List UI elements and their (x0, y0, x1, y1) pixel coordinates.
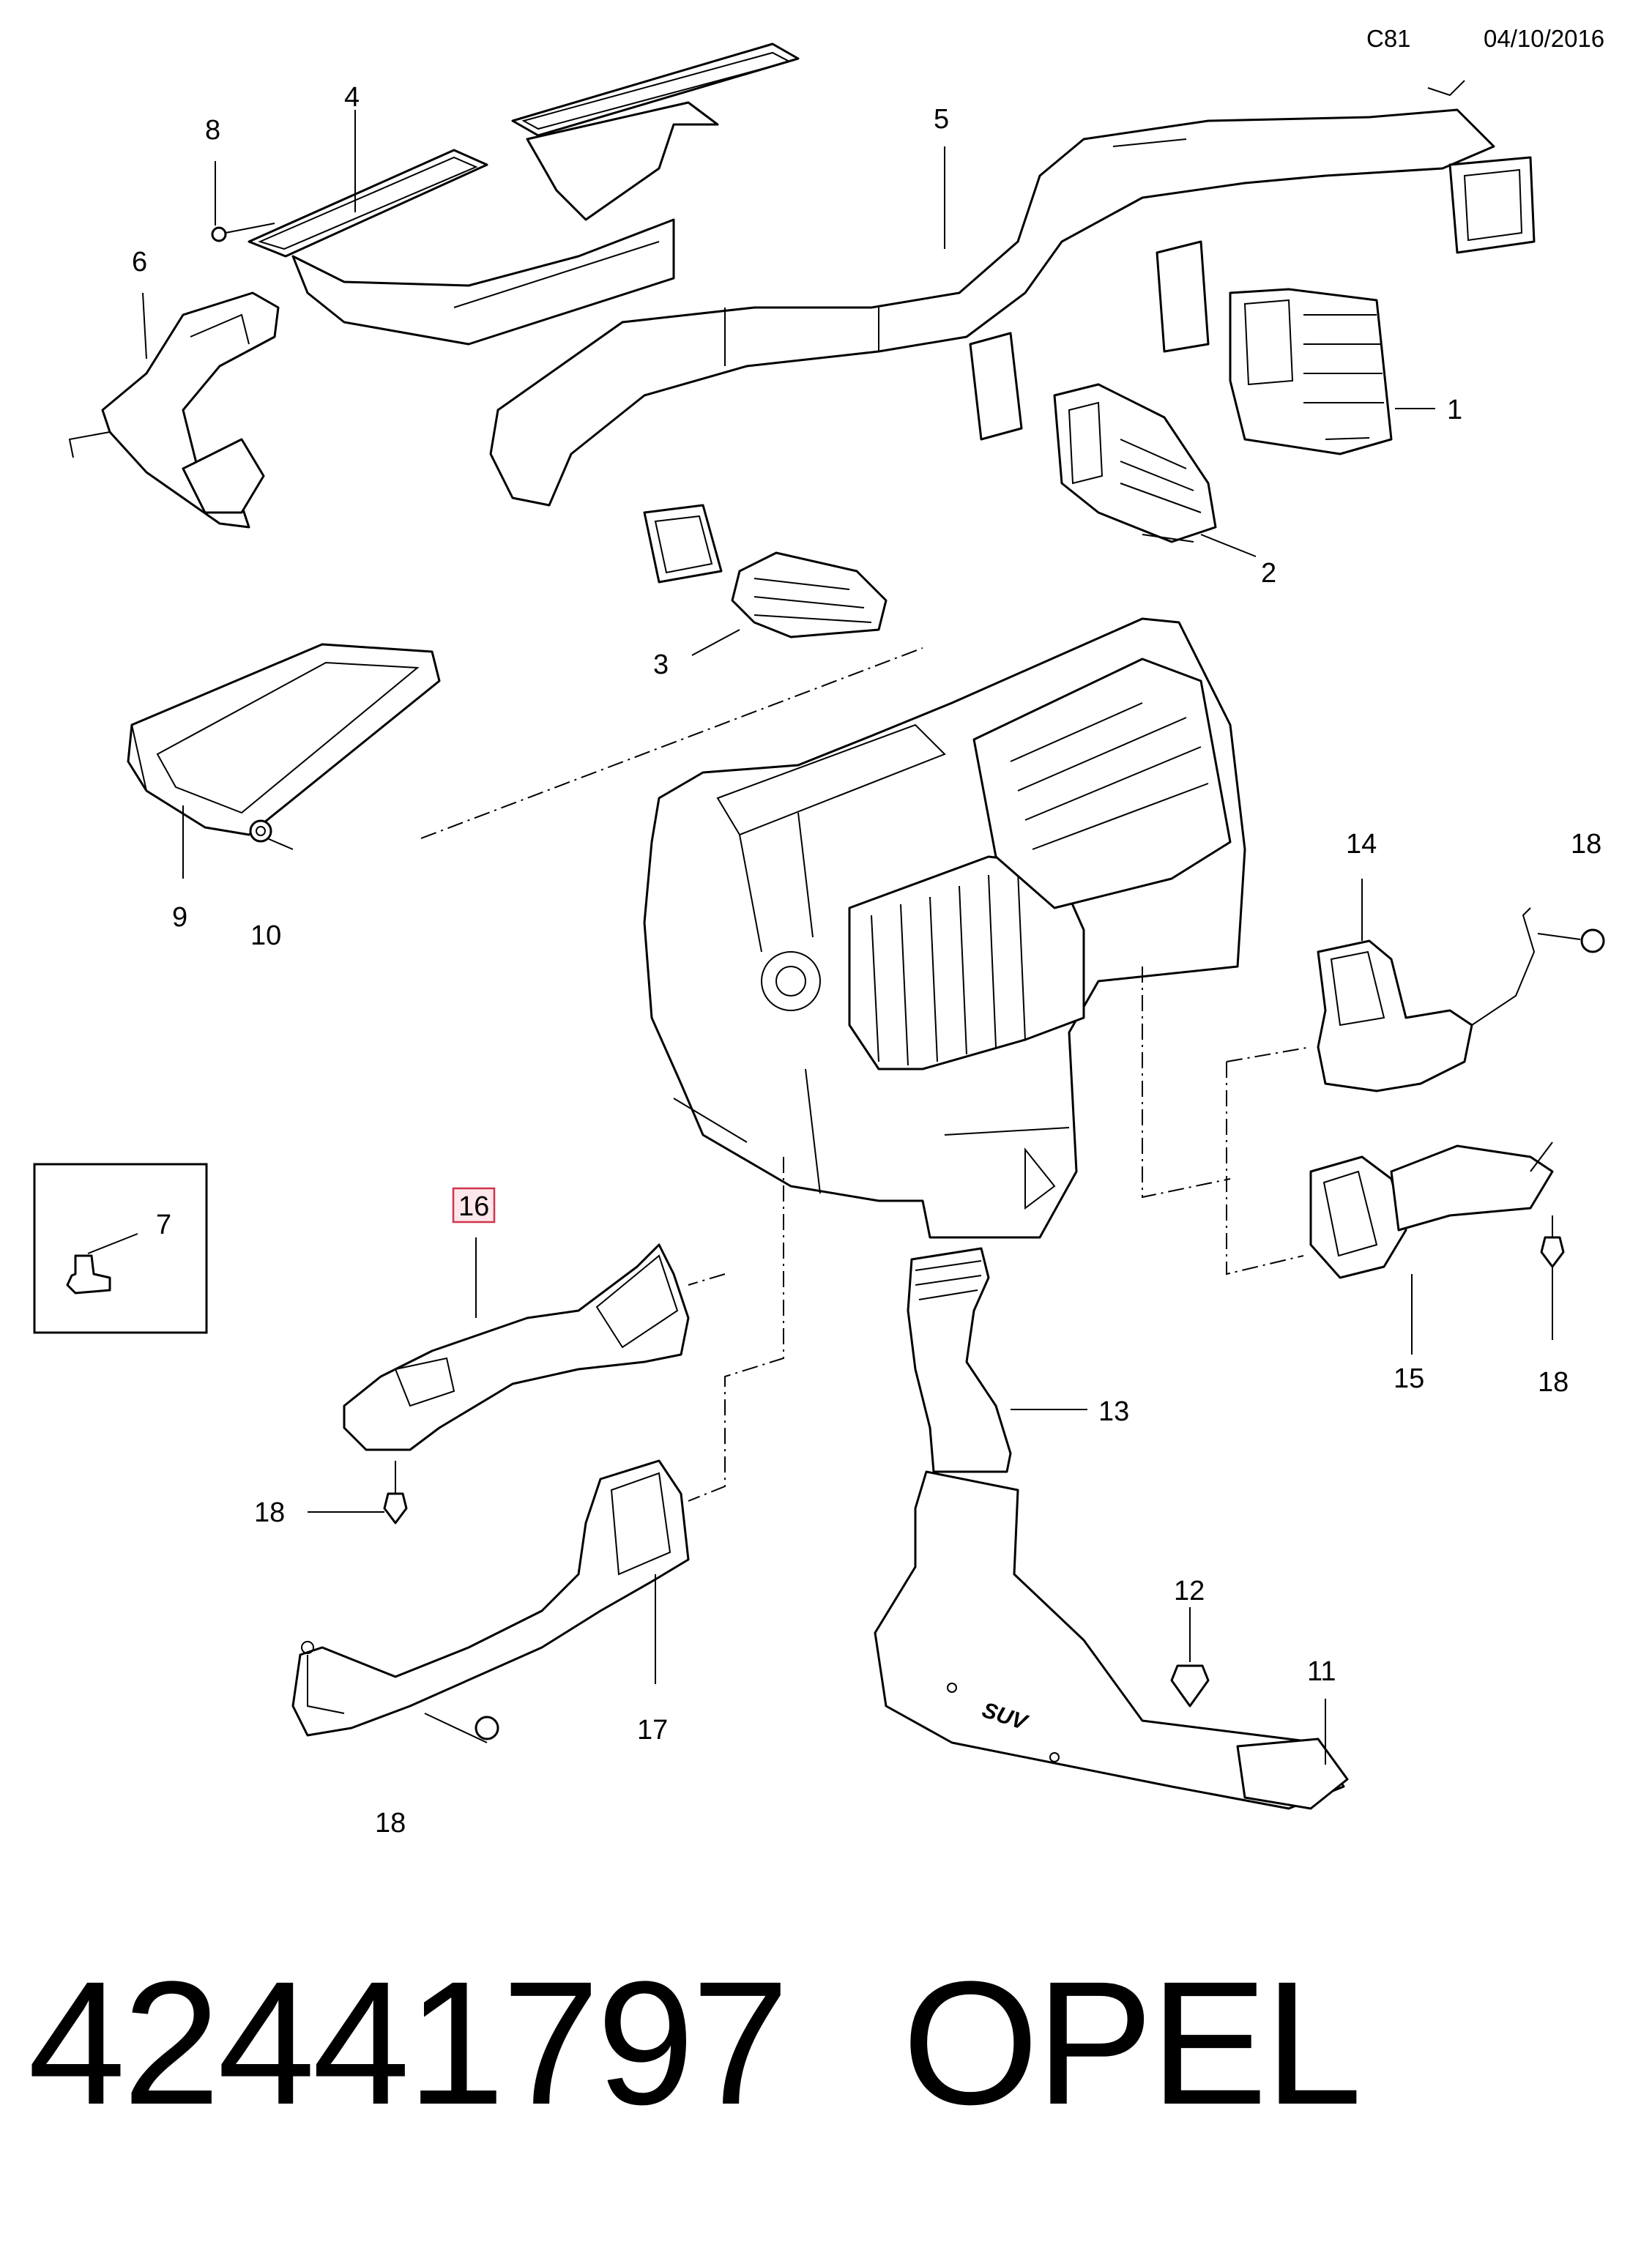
part-13-floor-duct-connector (907, 1247, 1012, 1473)
part-18-fastener-1 (1537, 928, 1605, 953)
part-18-fastener-4 (475, 1716, 499, 1740)
part-number: 42441797 (28, 1945, 789, 2141)
diagram-code: C81 (1366, 25, 1411, 52)
part-7-inset-box (33, 1163, 208, 1334)
part-17-floor-duct (291, 1459, 690, 1737)
callout-9: 9 (172, 902, 187, 933)
callout-12: 12 (1174, 1576, 1205, 1606)
part-14-rear-duct (1317, 907, 1536, 1092)
part-18-fastener-2 (1540, 1215, 1565, 1340)
callout-7: 7 (156, 1210, 171, 1240)
part-8-screw (211, 223, 275, 242)
part-11-floor-duct: SUV (874, 1470, 1349, 1810)
callout-17: 17 (637, 1715, 668, 1746)
brand-name: OPEL (902, 1945, 1362, 2141)
callout-15: 15 (1394, 1363, 1424, 1394)
leader-lines (142, 110, 1435, 1765)
callout-8: 8 (205, 115, 220, 146)
callout-6: 6 (132, 247, 147, 278)
part-16-rear-floor-duct (343, 1243, 690, 1451)
callout-11: 11 (1307, 1656, 1336, 1687)
part-10-nut (249, 819, 272, 843)
part-18-fastener-3 (383, 1461, 408, 1524)
part-15-lower-right-duct (1309, 1142, 1554, 1279)
callout-13: 13 (1098, 1396, 1129, 1427)
part-4-center-vent-duct (248, 42, 800, 346)
part-9-frame (127, 643, 441, 836)
part-5-main-duct (489, 80, 1536, 584)
part-2-vent (1053, 383, 1217, 543)
callout-1: 1 (1447, 395, 1462, 425)
callout-3: 3 (653, 649, 669, 680)
callout-labels: 1 2 3 4 5 6 7 8 9 10 11 12 13 14 15 16 1… (132, 82, 1601, 1839)
callout-18-d: 18 (375, 1808, 406, 1839)
callout-4: 4 (344, 82, 360, 113)
part-1-right-vent (1229, 288, 1393, 455)
diagram-date: 04/10/2016 (1484, 25, 1605, 52)
part-3-center-vent (731, 551, 888, 638)
hvac-housing (643, 617, 1246, 1239)
exploded-parts-diagram: SUV (33, 42, 1605, 1839)
callout-18-a: 18 (1571, 829, 1601, 860)
callout-16-highlight (452, 1187, 496, 1224)
callout-14: 14 (1346, 829, 1377, 860)
callout-5: 5 (934, 104, 949, 135)
callout-10: 10 (250, 920, 281, 951)
assembly-lines (420, 647, 1311, 1502)
callout-18-b: 18 (1538, 1367, 1569, 1398)
callout-18-c: 18 (254, 1497, 285, 1528)
part-6-left-side-duct (68, 291, 280, 529)
callout-2: 2 (1261, 558, 1276, 589)
callout-16: 16 (458, 1191, 489, 1222)
